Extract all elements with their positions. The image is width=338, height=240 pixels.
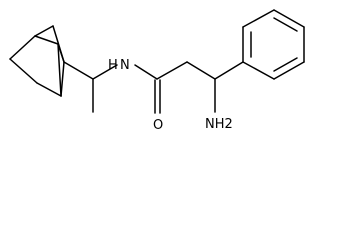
side-chain — [63, 61, 244, 114]
bond — [273, 9, 305, 28]
aromatic-inner-bond — [273, 57, 298, 72]
amide-hydrogen-label: H — [108, 58, 118, 73]
bond — [57, 43, 65, 63]
bond — [186, 61, 216, 80]
amide-nitrogen-label: N — [120, 58, 130, 73]
bond — [36, 82, 62, 97]
bond — [9, 35, 36, 60]
bond — [273, 61, 305, 80]
bond — [57, 43, 62, 97]
norbornane-cage — [9, 25, 65, 97]
bond — [134, 64, 158, 80]
bond — [63, 61, 94, 80]
carbonyl-oxygen-label: O — [153, 118, 163, 133]
bond — [242, 9, 275, 28]
bond — [60, 61, 65, 97]
phenyl-ring — [242, 9, 305, 80]
bond — [156, 61, 188, 80]
bond — [242, 61, 275, 80]
bond — [34, 25, 54, 37]
aromatic-inner-bond — [273, 17, 298, 32]
bond — [92, 64, 118, 80]
amine-label: NH2 — [205, 117, 233, 132]
bond — [34, 35, 59, 45]
chemical-structure: N H O NH2 — [9, 9, 305, 133]
bond — [214, 61, 244, 80]
bond — [9, 58, 38, 84]
